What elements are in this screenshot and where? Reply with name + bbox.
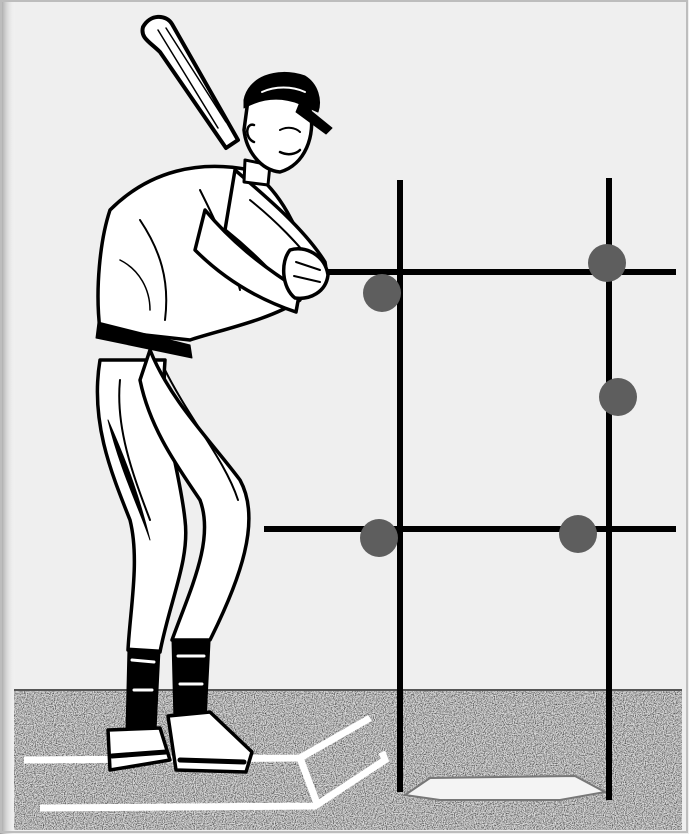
home-plate xyxy=(405,776,605,800)
pitch-marker xyxy=(599,378,637,416)
pitch-marker xyxy=(588,244,626,282)
pitch-marker xyxy=(360,519,398,557)
frame-edge-left xyxy=(0,0,16,834)
pitch-marker xyxy=(559,515,597,553)
pitch-marker xyxy=(363,274,401,312)
